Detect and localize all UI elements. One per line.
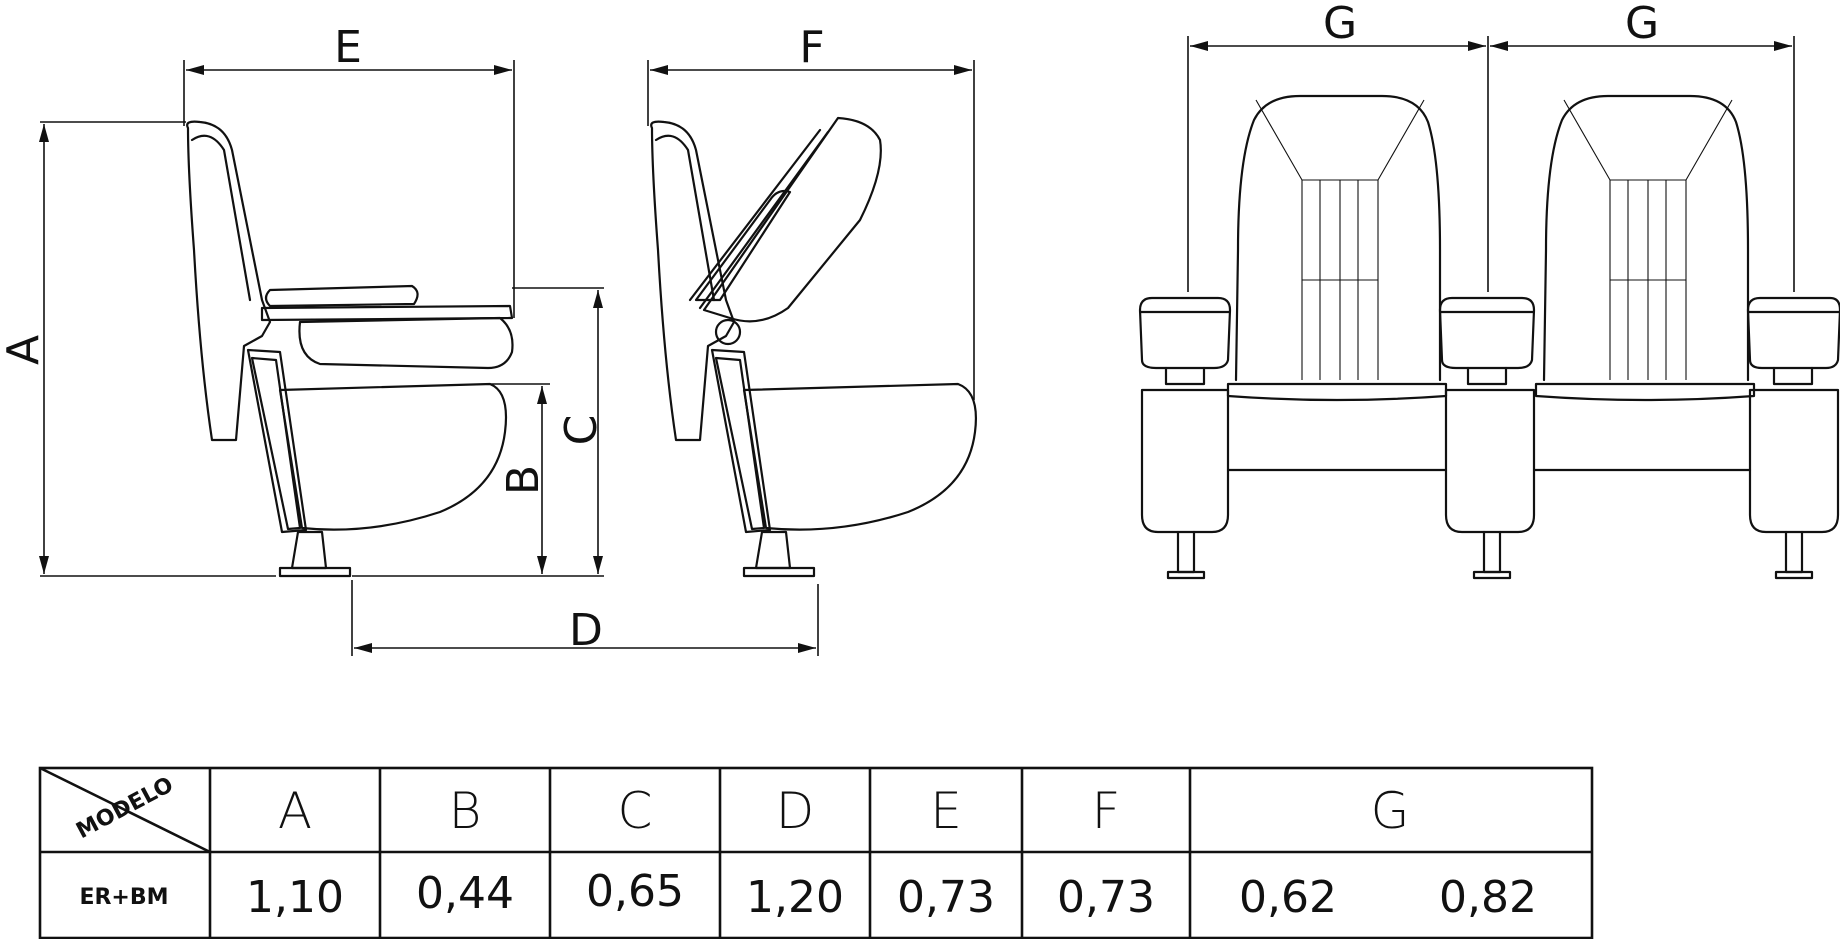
- table-header-g: G: [1371, 782, 1410, 840]
- table-value-d: 1,20: [746, 872, 844, 923]
- dim-label-g-left: G: [1323, 0, 1357, 49]
- table-header-d: D: [776, 782, 815, 840]
- dimension-lines: [39, 36, 1795, 656]
- table-model-header: MODELO: [72, 772, 177, 844]
- side-view-tablet-raised: [650, 116, 977, 578]
- dim-label-e: E: [334, 22, 362, 73]
- table-header-a: A: [278, 782, 312, 840]
- table-value-a: 1,10: [246, 872, 344, 923]
- dim-label-f: F: [799, 22, 824, 73]
- table-value-e: 0,73: [897, 872, 995, 923]
- front-view-two-seats: [1138, 94, 1840, 580]
- side-view-seat-down: [186, 120, 514, 578]
- table-header-b: B: [449, 782, 482, 840]
- dim-label-a: A: [0, 335, 49, 365]
- table-header-c: C: [618, 782, 653, 840]
- table-value-c: 0,65: [586, 866, 684, 917]
- dimensions-table: [38, 766, 1594, 939]
- table-value-g-2: 0,82: [1439, 872, 1537, 923]
- table-value-f: 0,73: [1057, 872, 1155, 923]
- dim-label-b: B: [498, 465, 549, 495]
- table-header-e: E: [930, 782, 962, 840]
- table-value-b: 0,44: [416, 868, 514, 919]
- dim-label-d: D: [569, 605, 603, 656]
- table-value-g-1: 0,62: [1239, 872, 1337, 923]
- table-row-label: ER+BM: [79, 885, 168, 910]
- dim-label-c: C: [556, 415, 607, 446]
- table-header-f: F: [1092, 782, 1121, 840]
- dim-label-g-right: G: [1625, 0, 1659, 49]
